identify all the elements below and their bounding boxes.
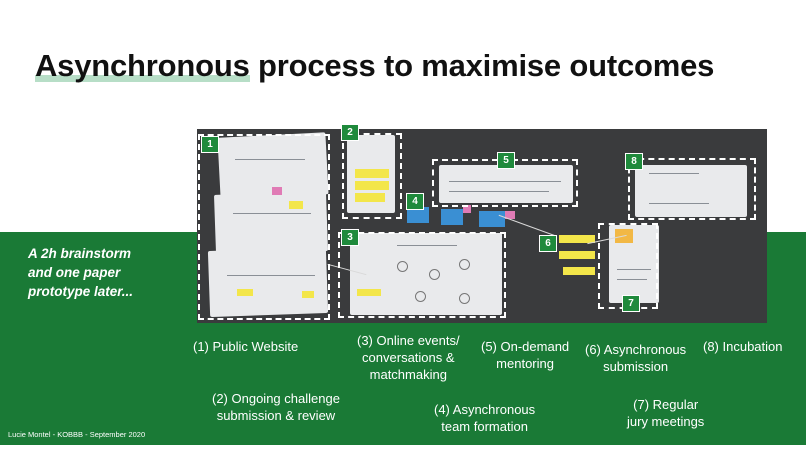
paper-mentoring <box>439 165 573 203</box>
label-async-submission: (6) Asynchronous submission <box>585 342 687 374</box>
title-highlight: Asynchronous <box>35 48 250 83</box>
paper-online-events <box>350 233 502 315</box>
badge-6: 6 <box>539 235 557 252</box>
tagline-line-2: and one paper <box>28 265 121 280</box>
highlight-box-2 <box>342 133 402 219</box>
label-online-events: (3) Online events/ conversations & match… <box>357 333 460 382</box>
label-ongoing-challenge: (2) Ongoing challenge submission & revie… <box>212 391 340 423</box>
tagline: A 2h brainstorm and one paper prototype … <box>28 244 178 301</box>
label-incubation: (8) Incubation <box>703 339 783 354</box>
badge-2: 2 <box>341 124 359 141</box>
sticky-team-1 <box>407 207 429 223</box>
badge-3: 3 <box>341 229 359 246</box>
label-on-demand-mentoring: (5) On-demand mentoring <box>481 339 570 371</box>
badge-4: 4 <box>406 193 424 210</box>
badge-1: 1 <box>201 136 219 153</box>
sticky-team-2 <box>441 209 463 225</box>
label-team-formation: (4) Asynchronous team formation <box>434 402 536 434</box>
tagline-line-1: A 2h brainstorm <box>28 246 132 261</box>
badge-7: 7 <box>622 295 640 312</box>
sticky-submission-3 <box>563 267 595 275</box>
tagline-line-3: prototype later... <box>28 284 134 299</box>
highlight-box-3 <box>338 232 506 318</box>
slide-title: Asynchronous process to maximise outcome… <box>35 48 714 84</box>
prototype-photo <box>197 129 767 323</box>
highlight-box-1 <box>198 134 330 320</box>
title-rest: process to maximise outcomes <box>249 48 715 83</box>
sticky-submission-2 <box>559 251 595 259</box>
credit-footer: Lucie Montel - KOBBB - September 2020 <box>8 430 146 439</box>
badge-8: 8 <box>625 153 643 170</box>
sticky-team-3 <box>479 211 505 227</box>
sticky-submission-1 <box>559 235 595 243</box>
label-public-website: (1) Public Website <box>193 339 299 354</box>
highlight-box-8 <box>628 158 756 220</box>
label-jury-meetings: (7) Regular jury meetings <box>627 397 705 429</box>
badge-5: 5 <box>497 152 515 169</box>
